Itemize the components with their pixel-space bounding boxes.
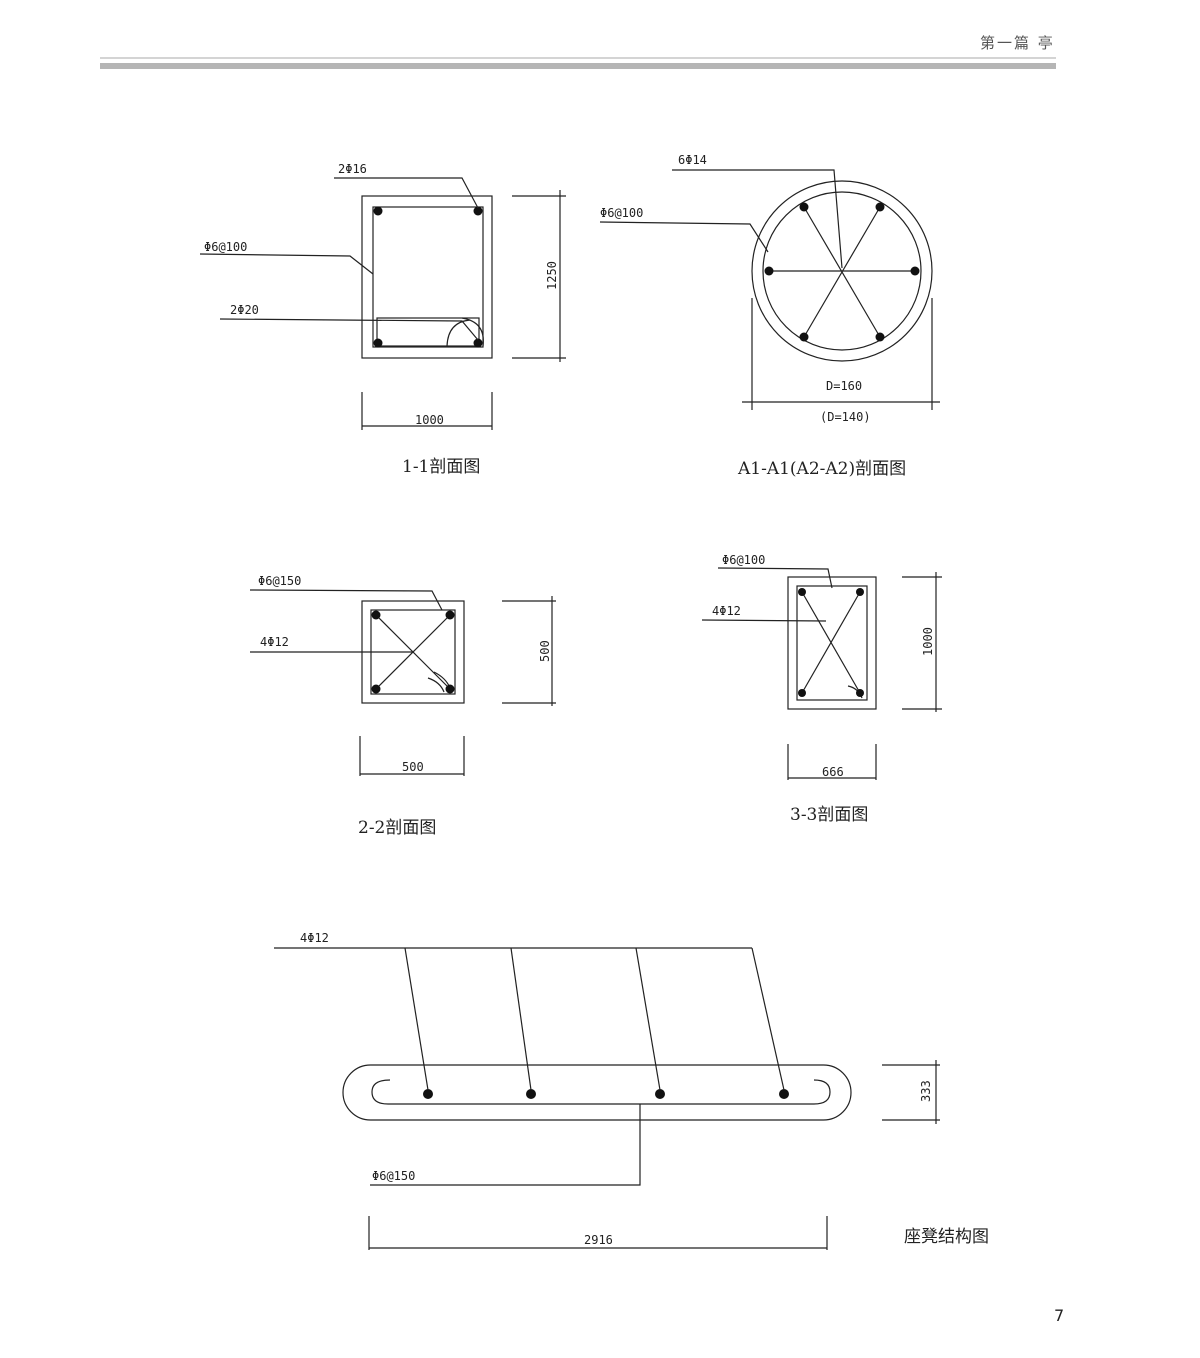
page-header: 第一篇 亭 — [100, 34, 1056, 69]
section-1-1-stirrup — [372, 206, 484, 348]
dim-diameter: D=160 — [826, 379, 862, 393]
rebar-dot — [799, 332, 809, 342]
dim-length: 2916 — [584, 1233, 613, 1247]
section-3-3: Φ6@100 4Φ12 666 1000 3-3剖面图 — [701, 553, 942, 825]
section-2-2: Φ6@150 4Φ12 500 500 2-2剖面图 — [249, 574, 556, 838]
dim-height: 333 — [919, 1080, 933, 1102]
rebar-dot — [798, 689, 806, 697]
section-3-3-outline — [787, 576, 877, 710]
caption-2-2: 2-2剖面图 — [358, 818, 436, 838]
label-main-bars: 4Φ12 — [300, 931, 329, 945]
section-1-1-hook-2 — [461, 317, 484, 347]
rebar-dot — [473, 206, 483, 216]
section-1-1-outline — [361, 195, 493, 359]
leader-stirrup — [599, 221, 769, 253]
rebar-dot — [910, 266, 920, 276]
bench-outline — [342, 1064, 852, 1121]
header-rule-thick — [100, 63, 1056, 69]
rebar-dot — [373, 206, 383, 216]
leader-branch — [404, 947, 429, 1091]
dim-width: 1000 — [415, 413, 444, 427]
rebar-dot — [875, 332, 885, 342]
leader-bottom-bars — [219, 318, 479, 341]
label-top-bars: 2Φ16 — [338, 162, 367, 176]
dim-height: 500 — [538, 640, 552, 662]
header-title: 第一篇 亭 — [980, 34, 1055, 52]
label-main-bars: 4Φ12 — [260, 635, 289, 649]
label-stirrup: Φ6@100 — [722, 553, 765, 567]
caption-bench: 座凳结构图 — [904, 1227, 989, 1247]
label-main-bars: 6Φ14 — [678, 153, 707, 167]
rebar-dot — [856, 689, 864, 697]
rebar-dot — [373, 338, 383, 348]
rebar-dot — [445, 684, 455, 694]
rebar-dot — [875, 202, 885, 212]
leader-branch — [510, 947, 532, 1091]
leader-top-bars — [334, 177, 479, 209]
bench-structure: 4Φ12 Φ6@150 333 2916 座凳结构图 — [274, 931, 989, 1250]
rebar-dot — [423, 1089, 433, 1099]
caption-a1: A1-A1(A2-A2)剖面图 — [737, 459, 906, 479]
section-a1-stirrup — [762, 191, 922, 351]
leader-stirrup — [717, 567, 833, 589]
label-stirrup: Φ6@100 — [600, 206, 643, 220]
rebar-dot — [798, 588, 806, 596]
leader-main-bars — [672, 169, 843, 269]
rebar-dot — [445, 610, 455, 620]
section-1-1: 2Φ16 Φ6@100 2Φ20 1000 1250 1-1剖面图 — [199, 162, 566, 477]
label-stirrup: Φ6@150 — [258, 574, 301, 588]
leader-stirrup — [199, 253, 374, 275]
rebar-dot — [779, 1089, 789, 1099]
rebar-dot — [655, 1089, 665, 1099]
tie-line — [803, 206, 881, 338]
rebar-dot — [371, 610, 381, 620]
caption-3-3: 3-3剖面图 — [790, 805, 868, 825]
rebar-dot — [799, 202, 809, 212]
caption-1-1: 1-1剖面图 — [402, 457, 480, 477]
section-a1-outline — [751, 180, 933, 362]
label-bottom-bars: 2Φ20 — [230, 303, 259, 317]
dim-diameter-alt: (D=140) — [820, 410, 871, 424]
dim-height: 1250 — [545, 261, 559, 290]
leader-stirrup — [249, 589, 443, 611]
bench-stirrup — [371, 1079, 831, 1105]
leader-main-bars — [701, 619, 827, 622]
rebar-dot — [371, 684, 381, 694]
dim-height: 1000 — [921, 627, 935, 656]
page-number: 7 — [1054, 1306, 1064, 1325]
label-main-bars: 4Φ12 — [712, 604, 741, 618]
section-1-1-hook — [446, 319, 471, 347]
rebar-dot — [526, 1089, 536, 1099]
dim-width: 666 — [822, 765, 844, 779]
leader-branch — [635, 947, 661, 1091]
rebar-dot — [764, 266, 774, 276]
hook — [427, 677, 445, 693]
leader-stirrup — [370, 1104, 641, 1186]
label-stirrup: Φ6@100 — [204, 240, 247, 254]
tie-line — [801, 591, 861, 694]
rebar-dot — [473, 338, 483, 348]
section-a1: 6Φ14 Φ6@100 D=160 (D=140) A1-A1(A2-A2)剖面… — [599, 153, 940, 479]
section-1-1-bottom-stirrup — [376, 317, 480, 347]
leader-branch — [751, 947, 785, 1091]
label-stirrup: Φ6@150 — [372, 1169, 415, 1183]
rebar-dot — [856, 588, 864, 596]
dim-width: 500 — [402, 760, 424, 774]
